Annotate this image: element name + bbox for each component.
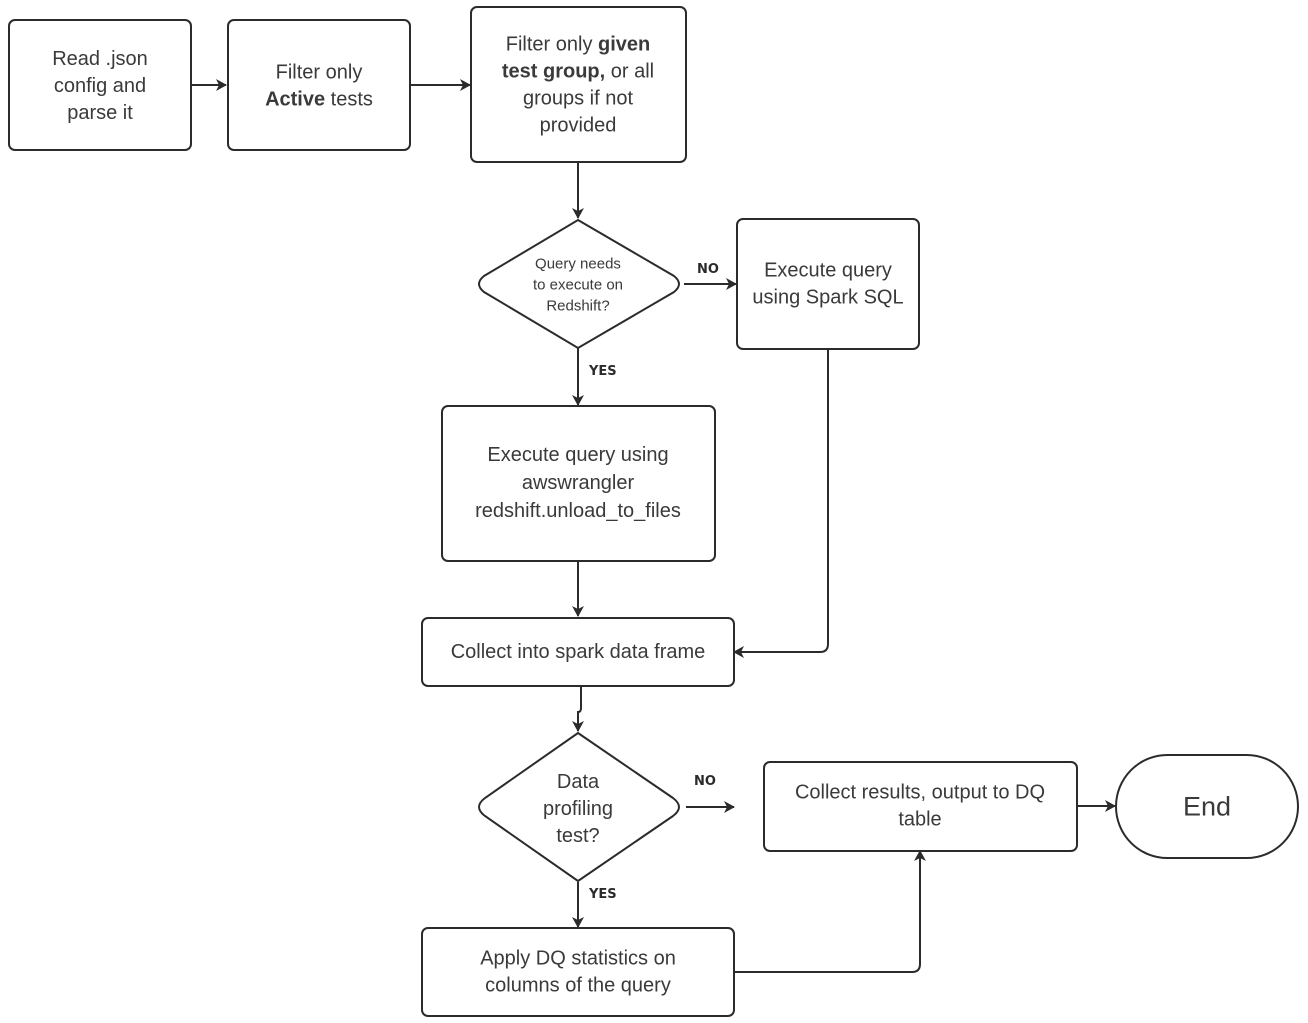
- label-redshift-no: NO: [697, 262, 719, 277]
- node-text-line: test?: [556, 825, 599, 847]
- node-text-line: table: [898, 809, 941, 831]
- node-collect-df: Collect into spark data frame: [421, 617, 735, 687]
- node-text-line: Filter only: [276, 62, 363, 84]
- node-text-line: to execute on: [533, 276, 623, 293]
- awswrangler-box: [441, 405, 716, 562]
- read-config-text: Read .json config and parse it: [52, 48, 148, 124]
- node-text-line: Read .json: [52, 48, 148, 70]
- node-text-line: Filter only given: [506, 34, 651, 56]
- filter-active-box: [227, 19, 411, 151]
- label-profiling-yes: YES: [588, 887, 617, 902]
- edge-spark-to-collect: [733, 350, 829, 658]
- node-filter-group: Filter only given test group, or all group…: [470, 6, 687, 163]
- node-text-line: groups if not: [523, 88, 634, 110]
- node-text-line: Data: [557, 771, 600, 793]
- end-text: End: [1183, 791, 1231, 821]
- label-redshift-yes: YES: [588, 364, 617, 379]
- edge-apply-dq-to-results: [735, 850, 926, 973]
- node-text-line: Active tests: [265, 89, 373, 111]
- node-text-line: parse it: [67, 102, 133, 124]
- node-text-line: Collect results, output to DQ: [795, 782, 1045, 804]
- node-text-line: test group, or all: [502, 61, 654, 83]
- node-text-line: config and: [54, 75, 146, 97]
- node-profiling-decision: Data profiling test?: [478, 731, 680, 883]
- label-profiling-no: NO: [694, 774, 716, 789]
- collect-df-box: [421, 617, 735, 687]
- node-spark-sql: Execute query using Spark SQL: [736, 218, 920, 350]
- filter-group-text: Filter only given test group, or all group…: [502, 34, 654, 137]
- collect-df-text: Collect into spark data frame: [451, 641, 706, 663]
- spark-sql-box: [736, 218, 920, 350]
- profiling-decision-text: Data profiling test?: [543, 771, 613, 847]
- node-text-line: Apply DQ statistics on: [480, 948, 676, 970]
- node-text-line: awswrangler: [522, 472, 635, 494]
- node-text-line: columns of the query: [485, 975, 671, 997]
- end-terminal: [1115, 754, 1299, 859]
- apply-dq-text: Apply DQ statistics on columns of the que…: [480, 948, 676, 997]
- node-apply-dq: Apply DQ statistics on columns of the que…: [421, 927, 735, 1017]
- edges: [191, 79, 1116, 973]
- node-text-line: Execute query: [764, 260, 892, 282]
- node-end: End: [1115, 754, 1299, 859]
- node-text-line: provided: [540, 115, 617, 137]
- read-config-box: [8, 19, 192, 151]
- edge-collect-to-profiling: [572, 686, 584, 732]
- redshift-decision-diamond: [478, 218, 680, 350]
- spark-sql-text: Execute query using Spark SQL: [752, 260, 903, 309]
- node-text-line: Collect into spark data frame: [451, 641, 706, 663]
- node-text-line: profiling: [543, 798, 613, 820]
- node-text-line: using Spark SQL: [752, 287, 903, 309]
- node-text-line: Execute query using: [487, 444, 668, 466]
- node-text-line: End: [1183, 791, 1231, 821]
- node-redshift-decision: Query needs to execute on Redshift?: [478, 218, 680, 350]
- node-text-line: Query needs: [535, 255, 621, 272]
- node-read-config: Read .json config and parse it: [8, 19, 192, 151]
- node-text-line: Redshift?: [546, 297, 609, 314]
- node-collect-results: Collect results, output to DQ table: [763, 761, 1078, 852]
- awswrangler-text: Execute query using awswrangler redshift.u…: [475, 444, 681, 522]
- profiling-decision-diamond: [478, 731, 680, 883]
- node-awswrangler: Execute query using awswrangler redshift.u…: [441, 405, 716, 562]
- redshift-decision-text: Query needs to execute on Redshift?: [533, 255, 623, 314]
- node-text-line: redshift.unload_to_files: [475, 500, 681, 522]
- collect-results-box: [763, 761, 1078, 852]
- filter-group-box: [470, 6, 687, 163]
- collect-results-text: Collect results, output to DQ table: [795, 782, 1045, 831]
- apply-dq-box: [421, 927, 735, 1017]
